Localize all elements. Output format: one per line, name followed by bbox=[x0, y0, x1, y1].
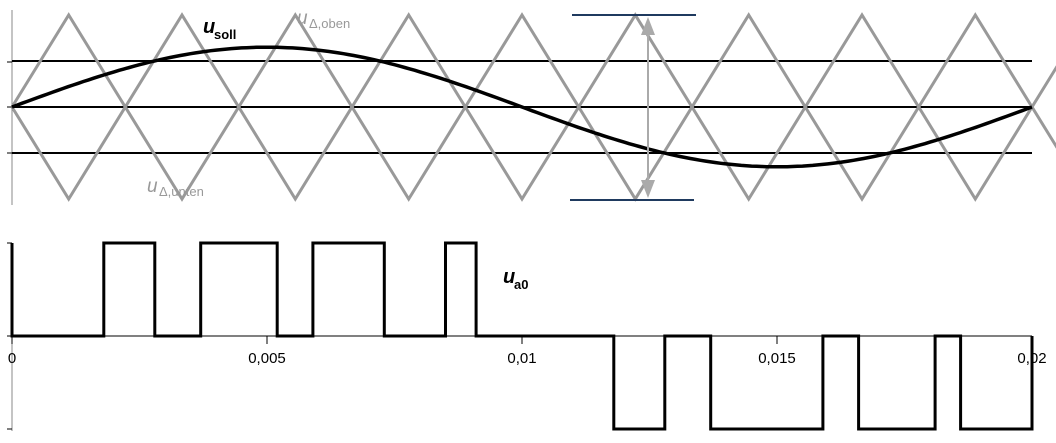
x-tick-label-3: 0,015 bbox=[758, 350, 796, 367]
u-a0-label: u a0 bbox=[503, 266, 528, 292]
u-soll-label-sub: soll bbox=[214, 27, 236, 42]
x-tick-label-1: 0,005 bbox=[248, 350, 286, 367]
u-delta-unten-label-main: u bbox=[147, 176, 158, 197]
x-tick-label-2: 0,01 bbox=[507, 350, 536, 367]
carrier-u_delta_unten bbox=[10, 104, 1056, 202]
u-soll-label-main: u bbox=[203, 16, 215, 38]
u-a0-label-sub: a0 bbox=[514, 277, 528, 292]
u-a0-line bbox=[10, 241, 1034, 431]
u-delta-oben-label: u Δ,oben bbox=[297, 8, 350, 31]
u-delta-oben-label-main: u bbox=[297, 8, 308, 29]
u-soll-label: u soll bbox=[203, 16, 236, 42]
top-plot bbox=[7, 10, 1056, 205]
peak-arrow-head-up bbox=[641, 17, 655, 35]
u-delta-unten-label: u Δ,unten bbox=[147, 176, 204, 199]
x-tick-label-0: 0 bbox=[8, 350, 16, 367]
u-delta-oben-label-sub: Δ,oben bbox=[309, 16, 350, 31]
carrier-u_delta_oben bbox=[10, 12, 1056, 110]
u-soll-line bbox=[11, 45, 1033, 169]
u-delta-unten-label-sub: Δ,unten bbox=[159, 184, 204, 199]
u-a0-label-main: u bbox=[503, 266, 515, 288]
peak-arrow-head-down bbox=[641, 180, 655, 198]
